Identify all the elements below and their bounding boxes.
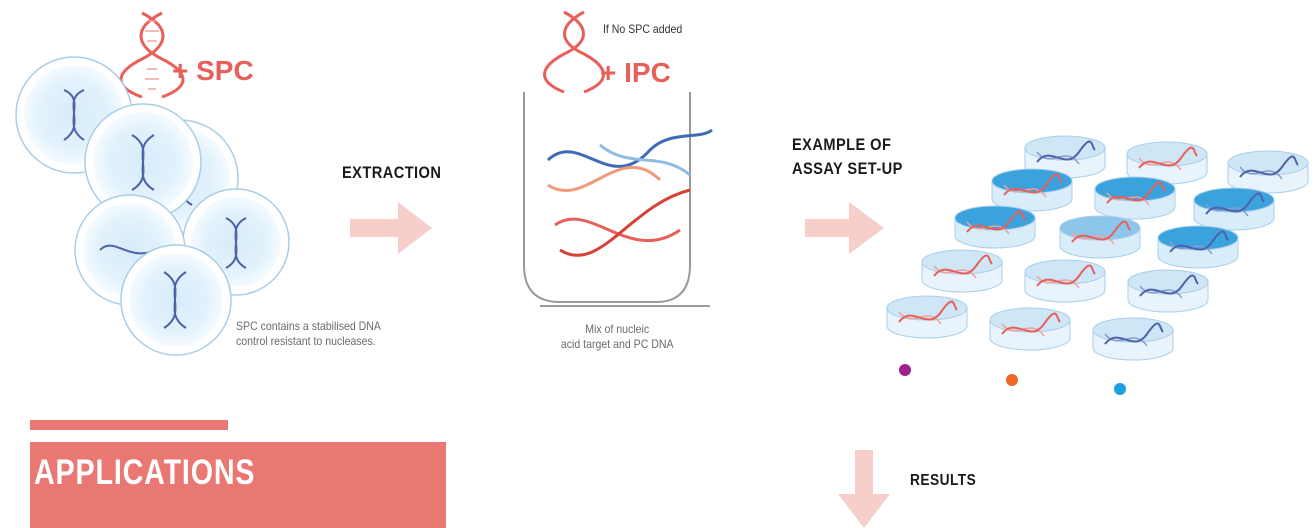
spc-caption-line1: SPC contains a stabilised DNA (236, 319, 381, 333)
cell-3 (84, 103, 202, 221)
spc-label: + SPC (172, 55, 254, 86)
tube-dna-mix (546, 128, 713, 257)
cell-6 (120, 244, 232, 356)
tube-note: If No SPC added (603, 22, 683, 36)
assay-label: EXAMPLE OF ASSAY SET-UP (792, 133, 903, 181)
assay-arrow (805, 202, 884, 254)
well-3 (1227, 150, 1309, 194)
well-9 (1157, 225, 1239, 269)
well-10 (921, 249, 1003, 293)
tube-caption: Mix of nucleic acid target and PC DNA (560, 322, 674, 352)
assay-label-line2: ASSAY SET-UP (792, 159, 903, 178)
dot-purple (899, 364, 911, 376)
tube-caption-line1: Mix of nucleic (585, 322, 650, 336)
well-13 (886, 295, 968, 339)
cell-cluster (15, 56, 290, 356)
well-14 (989, 307, 1071, 351)
well-15 (1092, 317, 1174, 361)
results-arrow (838, 450, 890, 528)
dot-orange (1006, 374, 1018, 386)
extraction-label: EXTRACTION (342, 163, 442, 182)
well-6 (1193, 187, 1275, 231)
spc-caption-line2: control resistant to nucleases. (236, 334, 376, 348)
extraction-arrow (350, 202, 432, 254)
ipc-label: + IPC (600, 57, 671, 88)
applications-title: APPLICATIONS (34, 453, 256, 492)
applications-banner (30, 442, 446, 528)
well-12 (1127, 269, 1209, 313)
wells-grid (886, 135, 1309, 361)
tube-caption-line2: acid target and PC DNA (560, 337, 674, 351)
well-1 (1024, 135, 1106, 179)
well-4 (991, 168, 1073, 212)
well-5 (1094, 176, 1176, 220)
applications-underline (30, 420, 228, 430)
assay-label-line1: EXAMPLE OF (792, 135, 892, 154)
tube (523, 92, 713, 307)
results-label: RESULTS (910, 472, 977, 489)
dot-blue (1114, 383, 1126, 395)
well-7 (954, 205, 1036, 249)
ipc-dna-icon (543, 10, 605, 94)
well-8 (1059, 215, 1141, 259)
spc-caption: SPC contains a stabilised DNA control re… (236, 319, 381, 349)
well-11 (1024, 259, 1106, 303)
